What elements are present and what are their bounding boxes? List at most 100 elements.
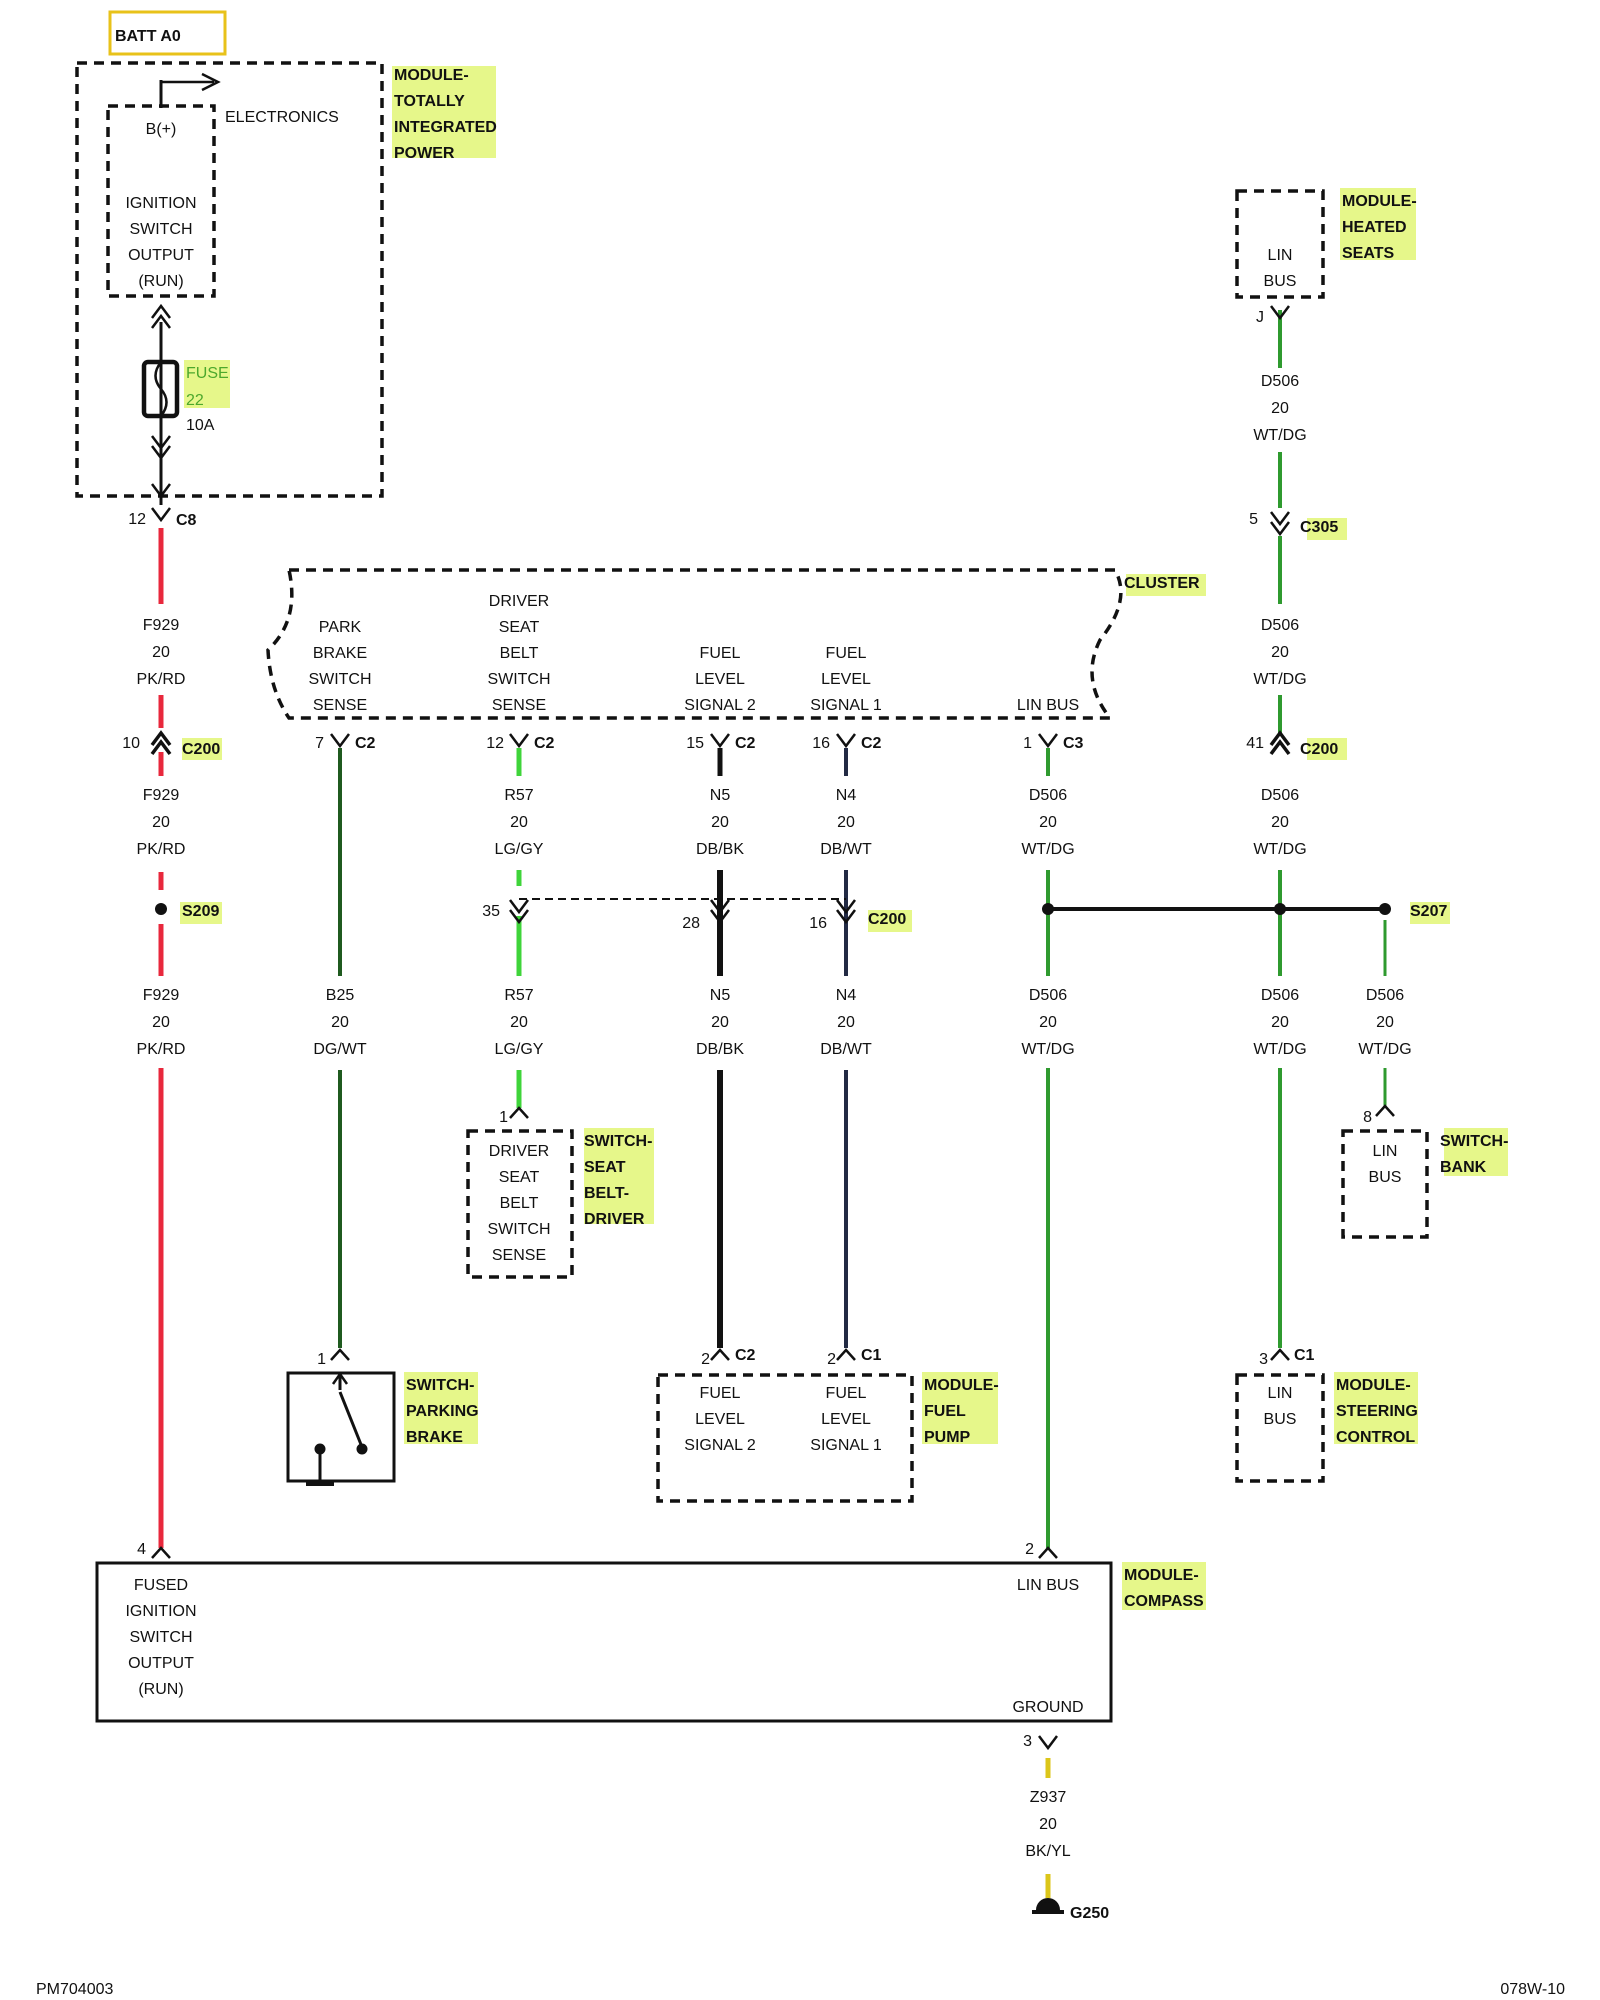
connector-pin-number: 3 <box>1023 1733 1032 1750</box>
splice-s209-dot <box>155 903 167 915</box>
c200-connector-icon <box>1269 730 1291 756</box>
heated-seats-box <box>1235 189 1325 299</box>
connector-name: C2 <box>735 1347 756 1364</box>
tipm-electronics-box <box>106 104 216 298</box>
connector-name: C2 <box>735 735 756 752</box>
splice-s207-dot <box>1379 903 1391 915</box>
connector-pin-number: 35 <box>482 903 500 920</box>
switchbank-pin-icon <box>1375 1104 1395 1117</box>
parking-brake-switch-icon <box>306 1371 368 1486</box>
connector-pin-number: J <box>1256 309 1264 326</box>
j-connector-icon <box>1270 305 1290 321</box>
compass-pin-icon <box>1038 1546 1058 1559</box>
bplus-arrow-icon <box>161 72 221 92</box>
module-boxes <box>75 10 1429 1723</box>
connector-name: C2 <box>861 735 882 752</box>
c8-connector-icon <box>151 507 171 523</box>
connector-name: C200 <box>868 911 906 928</box>
connector-pin-number: 12 <box>486 735 504 752</box>
seat-belt-switch-box <box>466 1129 574 1279</box>
connector-name: S209 <box>182 903 219 920</box>
fuelpump-pin-icon <box>710 1348 730 1361</box>
connector-pin-number: 8 <box>1363 1109 1372 1126</box>
tipm-electronics: ELECTRONICS <box>225 109 339 126</box>
cluster-pin-linbus: LIN BUS <box>1017 697 1079 714</box>
connector-name: C2 <box>534 735 555 752</box>
fuel-pump-box <box>656 1373 914 1503</box>
connector-pin-number: 10 <box>122 735 140 752</box>
fuse-rating: 10A <box>186 417 215 434</box>
wire-layer <box>158 80 1387 1898</box>
c200-connector-icon <box>509 899 529 925</box>
connector-name: C1 <box>1294 1347 1315 1364</box>
connector-pin-number: 3 <box>1259 1351 1268 1368</box>
connector-pin-number: 41 <box>1246 735 1264 752</box>
connector-name: C305 <box>1300 519 1338 536</box>
connector-pin-number: 16 <box>812 735 830 752</box>
connector-name: S207 <box>1410 903 1447 920</box>
steering-box <box>1235 1373 1325 1483</box>
connector-pin-number: 1 <box>499 1109 508 1126</box>
connector-pin-number: 16 <box>809 915 827 932</box>
seatbelt-pin-icon <box>509 1106 529 1119</box>
connector-pin-number: 12 <box>128 511 146 528</box>
compass-ground-pin-icon <box>1038 1735 1058 1751</box>
tipm-bplus: B(+) <box>146 121 177 138</box>
footer-right: 078W-10 <box>1500 1981 1565 1998</box>
c305-connector-icon <box>1270 511 1290 537</box>
battery-label: BATT A0 <box>115 28 181 45</box>
tipm-arrow-icon <box>151 483 171 499</box>
connector-name: C3 <box>1063 735 1084 752</box>
connector-pin-number: 5 <box>1249 511 1258 528</box>
parkbrake-pin-icon <box>330 1348 350 1361</box>
cluster-connector-icon <box>836 733 856 749</box>
tipm-arrow-icon <box>151 303 171 329</box>
compass-pin-right: LIN BUS <box>1017 1577 1079 1594</box>
ground-name: G250 <box>1070 1905 1109 1922</box>
connector-pin-number: 7 <box>315 735 324 752</box>
compass-pin-ground: GROUND <box>1012 1699 1083 1716</box>
splice-s207-dot <box>1042 903 1054 915</box>
cluster-box <box>266 568 1123 720</box>
connector-pin-number: 2 <box>1025 1541 1034 1558</box>
ground-icon <box>1032 1898 1064 1914</box>
connector-pin-number: 4 <box>137 1541 146 1558</box>
switchbank-name: SWITCH-BANK <box>1440 1133 1508 1176</box>
compass-name: MODULE-COMPASS <box>1124 1567 1204 1610</box>
tipm-arrow-icon <box>151 435 171 461</box>
connector-pin-number: 1 <box>1023 735 1032 752</box>
cluster-connector-icon <box>509 733 529 749</box>
connector-pin-number: 2 <box>827 1351 836 1368</box>
